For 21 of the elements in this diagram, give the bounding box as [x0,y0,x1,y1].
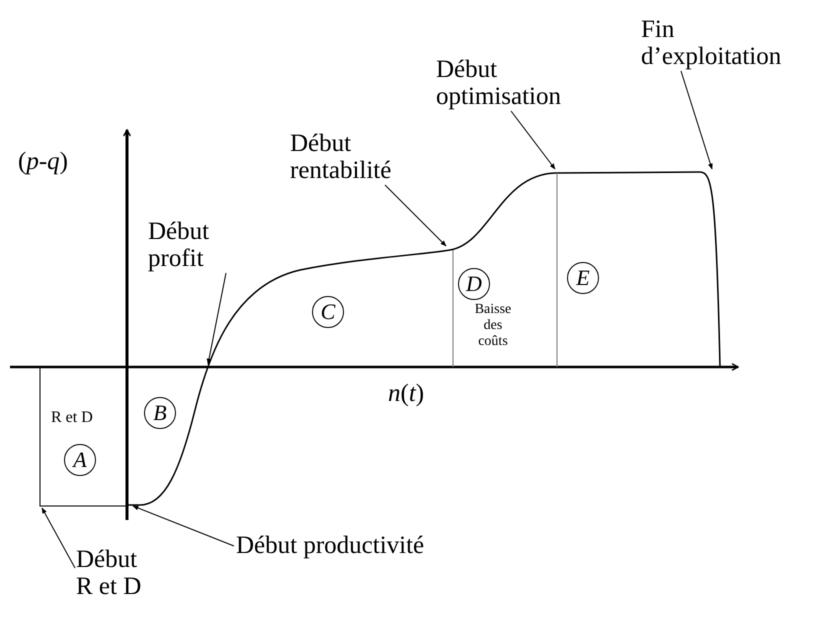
annotation-text: Début R et D [76,546,142,600]
axis-label: (p-q) [18,148,68,175]
leader-line [206,272,226,365]
annotation-text: Début optimisation [436,56,586,110]
leader-line [384,184,446,246]
annotation-text: Début rentabilité [290,130,425,184]
axis-label: n(t) [388,380,424,407]
region-marker: B [144,397,176,429]
region-marker: A [64,444,96,476]
region-marker: D [458,268,490,300]
annotation-text: Début productivité [236,532,424,559]
annotation-text: Fin d’exploitation [641,16,813,70]
leader-line [680,70,713,170]
region-marker: C [312,296,344,328]
region-label: Baisse des coûts [474,302,512,350]
annotation-text: Début profit [148,218,233,272]
leader-line [42,507,76,568]
leader-line [132,506,234,546]
region-label: R et D [51,408,93,428]
region-marker: E [567,262,599,294]
leader-line [510,110,556,170]
